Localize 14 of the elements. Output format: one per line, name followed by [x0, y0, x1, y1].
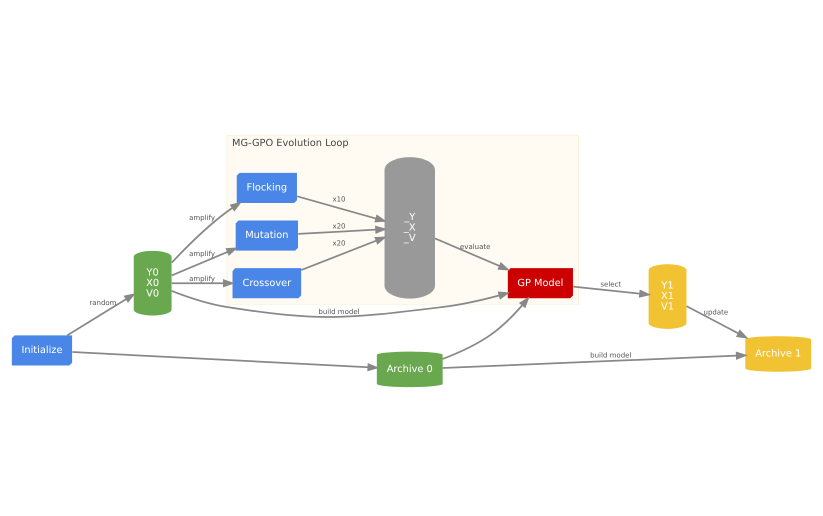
arrow	[171, 246, 238, 276]
arrow	[66, 292, 136, 336]
arrow	[171, 290, 510, 318]
arrow	[686, 304, 748, 338]
arrow	[298, 225, 388, 234]
arrow	[573, 285, 652, 298]
arrow	[442, 296, 530, 360]
arrow	[296, 194, 387, 222]
arrow	[172, 278, 235, 287]
arrow	[442, 351, 748, 368]
arrow	[171, 201, 242, 263]
arrow	[434, 237, 510, 270]
arrow	[72, 350, 380, 371]
arrow	[300, 236, 387, 270]
